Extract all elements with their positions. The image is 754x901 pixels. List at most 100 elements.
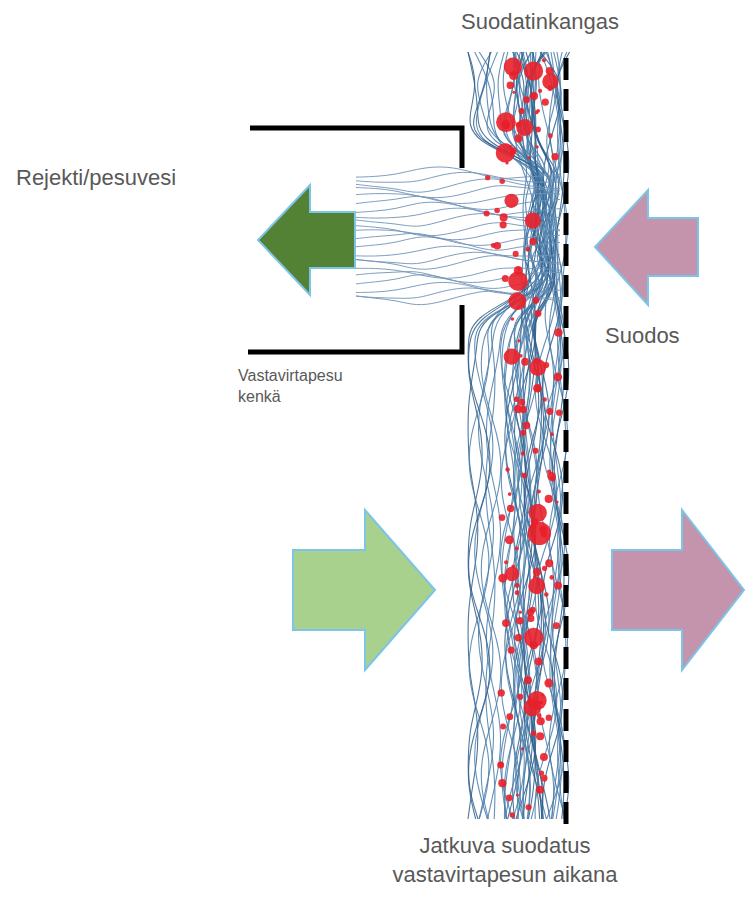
part-label: Vastavirtapesu kenkä <box>238 366 378 408</box>
particle <box>500 213 508 221</box>
particle <box>523 422 530 429</box>
fiber <box>356 246 560 256</box>
particle <box>502 619 510 627</box>
backwash-shoe <box>250 128 462 168</box>
particle <box>520 430 526 436</box>
fiber <box>356 291 560 305</box>
fiber <box>548 52 564 819</box>
fiber <box>356 275 560 289</box>
particle <box>545 495 553 503</box>
particle <box>535 658 543 666</box>
particle <box>542 58 546 62</box>
particle <box>501 120 510 129</box>
particle <box>521 451 525 455</box>
particle <box>554 328 563 337</box>
particle <box>499 514 506 521</box>
particle <box>508 271 528 291</box>
particle <box>533 384 542 393</box>
particle <box>541 775 548 782</box>
particle <box>517 694 523 700</box>
fiber <box>469 52 552 819</box>
particle <box>491 243 496 248</box>
particle <box>515 590 520 595</box>
particle <box>544 592 549 597</box>
particle <box>542 99 549 106</box>
particle <box>521 358 529 366</box>
particle <box>509 71 518 80</box>
particle <box>515 546 519 550</box>
particle <box>514 134 522 142</box>
particle <box>544 679 553 688</box>
particle <box>547 85 553 91</box>
particle <box>506 794 513 801</box>
particle <box>533 297 540 304</box>
fiber <box>475 52 550 819</box>
particle <box>534 357 539 362</box>
filtrate-arrow <box>595 190 698 305</box>
particle <box>494 208 500 214</box>
flow-label: Suodos <box>605 322 745 351</box>
particle <box>499 762 503 766</box>
particle <box>529 238 536 245</box>
particle <box>519 406 527 414</box>
particle <box>510 147 517 154</box>
reject-arrow <box>258 185 355 295</box>
fiber <box>356 186 560 198</box>
particle <box>528 522 551 545</box>
particle <box>549 575 554 580</box>
backwash-shoe <box>248 305 462 352</box>
particle <box>535 127 541 133</box>
particle <box>506 713 513 720</box>
particle <box>505 161 508 164</box>
particle <box>516 119 533 136</box>
particle <box>550 432 554 436</box>
particle <box>505 467 509 471</box>
particle <box>548 133 553 138</box>
particle <box>508 492 512 496</box>
particle <box>484 210 490 216</box>
particle <box>543 362 549 368</box>
particle <box>498 779 506 787</box>
fiber <box>356 256 560 270</box>
particle <box>524 676 532 684</box>
particle <box>510 812 516 818</box>
particle <box>526 804 532 810</box>
particle <box>547 408 554 415</box>
fiber <box>356 282 560 293</box>
particle <box>516 617 524 625</box>
particle <box>505 535 514 544</box>
particle <box>531 730 537 736</box>
particle <box>542 397 547 402</box>
inflow-arrow <box>293 510 435 670</box>
particle <box>527 156 530 159</box>
fiber <box>504 52 555 819</box>
particle <box>496 112 516 132</box>
particle <box>556 410 562 416</box>
particle <box>515 583 520 588</box>
particle <box>511 317 515 321</box>
particle <box>497 761 504 768</box>
particle <box>524 61 543 80</box>
particle <box>546 67 554 75</box>
particle <box>502 275 509 282</box>
particle <box>535 111 539 115</box>
fiber <box>356 196 560 209</box>
particle <box>519 611 522 614</box>
particle <box>500 221 507 228</box>
particle <box>507 505 514 512</box>
particles <box>484 58 563 818</box>
particle <box>547 472 556 481</box>
particle <box>525 247 530 252</box>
particle <box>551 153 558 160</box>
particle <box>546 715 552 721</box>
particle <box>535 145 539 149</box>
fiber <box>356 252 560 263</box>
particle <box>528 577 545 594</box>
particle <box>537 489 541 493</box>
particle <box>536 786 544 794</box>
part-label: Suodatinkangas <box>390 8 690 37</box>
particle <box>499 179 505 185</box>
particle <box>500 723 506 729</box>
